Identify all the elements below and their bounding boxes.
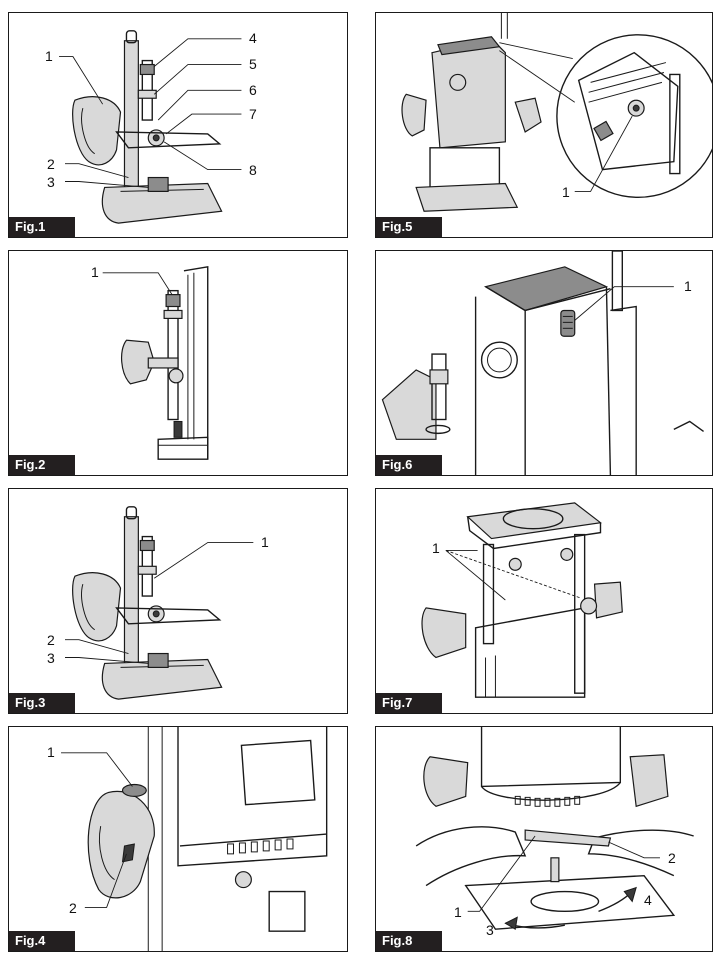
callout-1: 1 xyxy=(432,540,440,556)
router-depth-stopper-illustration xyxy=(65,506,254,700)
figure-7-panel: 1 Fig.7 xyxy=(375,488,713,714)
router-body-with-zoom-illustration xyxy=(401,13,712,212)
router-switch-closeup-illustration xyxy=(381,251,704,475)
callout-2: 2 xyxy=(47,632,55,648)
figure-label: Fig.5 xyxy=(376,217,442,237)
callout-1: 1 xyxy=(47,744,55,760)
callout-1: 1 xyxy=(684,278,692,294)
callout-3: 3 xyxy=(47,650,55,666)
figure-5-panel: 1 Fig.5 xyxy=(375,12,713,238)
callout-1: 1 xyxy=(45,48,53,64)
figure-6-panel: 1 Fig.6 xyxy=(375,250,713,476)
figure-3-panel: 1 2 3 Fig.3 xyxy=(8,488,348,714)
figure-label: Fig.1 xyxy=(9,217,75,237)
figure-label: Fig.2 xyxy=(9,455,75,475)
figure-4-panel: 1 2 Fig.4 xyxy=(8,726,348,952)
callout-5: 5 xyxy=(249,56,257,72)
callout-8: 8 xyxy=(249,162,257,178)
figure-label: Fig.3 xyxy=(9,693,75,713)
callout-7: 7 xyxy=(249,106,257,122)
figure-label: Fig.7 xyxy=(376,693,442,713)
figure-label: Fig.4 xyxy=(9,931,75,951)
callout-3: 3 xyxy=(486,922,494,938)
figure-2-panel: 1 Fig.2 xyxy=(8,250,348,476)
router-side-view-illustration xyxy=(102,266,209,460)
router-bit-change-illustration xyxy=(415,727,694,930)
callout-1: 1 xyxy=(91,264,99,280)
figure-1-panel: 1 2 3 4 5 6 7 8 Fig.1 xyxy=(8,12,348,238)
callout-4: 4 xyxy=(644,892,652,908)
callout-2: 2 xyxy=(47,156,55,172)
callout-2: 2 xyxy=(668,850,676,866)
callout-1: 1 xyxy=(261,534,269,550)
figure-8-panel: 1 2 3 4 Fig.8 xyxy=(375,726,713,952)
callout-1: 1 xyxy=(562,184,570,200)
callout-1: 1 xyxy=(454,904,462,920)
router-handle-grip-illustration xyxy=(61,727,328,951)
callout-4: 4 xyxy=(249,30,257,46)
router-depth-stopper-illustration xyxy=(59,30,242,224)
callout-6: 6 xyxy=(249,82,257,98)
router-inverted-base-illustration xyxy=(421,502,623,698)
callout-3: 3 xyxy=(47,174,55,190)
figure-label: Fig.6 xyxy=(376,455,442,475)
callout-2: 2 xyxy=(69,900,77,916)
figure-label: Fig.8 xyxy=(376,931,442,951)
